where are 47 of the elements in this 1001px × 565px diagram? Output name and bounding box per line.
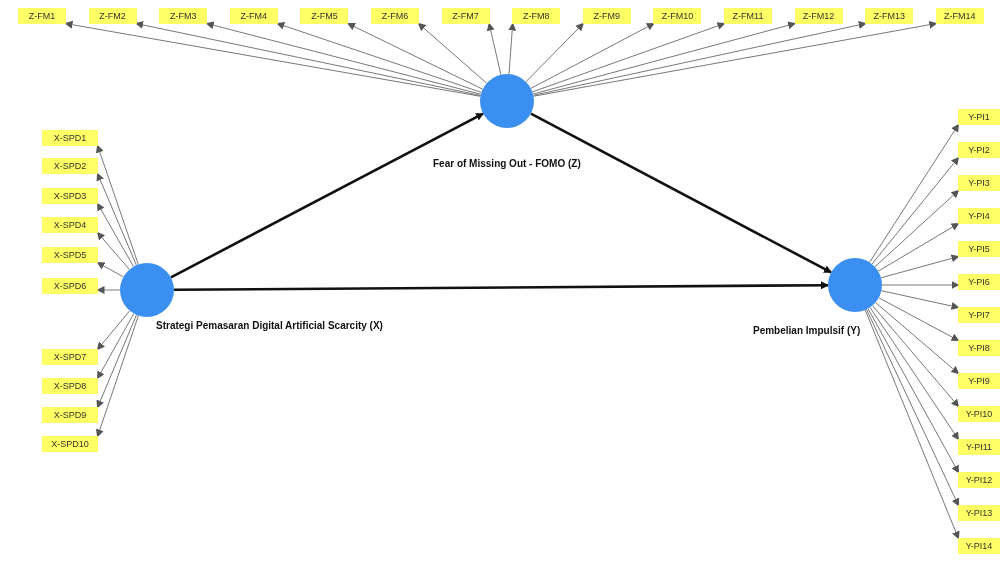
indicator-box: Y-PI14: [958, 538, 1000, 554]
arrow: [170, 112, 484, 279]
indicator-box: Z-FM4: [229, 8, 278, 24]
indicator-box: Y-PI9: [958, 373, 1000, 389]
construct-circle: [120, 263, 174, 317]
indicator-box: Y-PI6: [958, 274, 1000, 290]
indicator-box: X-SPD1: [42, 130, 98, 146]
indicator-box: Y-PI1: [958, 109, 1000, 125]
indicator-box: X-SPD6: [42, 278, 98, 294]
indicator-box: Y-PI7: [958, 307, 1000, 323]
construct-circle: [480, 74, 534, 128]
indicator-box: Z-FM13: [865, 8, 914, 24]
construct-caption: Pembelian Impulsif (Y): [753, 325, 861, 336]
indicator-box: Y-PI4: [958, 208, 1000, 224]
indicator-box: Y-PI13: [958, 505, 1000, 521]
indicator-box: Z-FM8: [512, 8, 561, 24]
indicator-box: Y-PI3: [958, 175, 1000, 191]
indicator-box: Z-FM10: [653, 8, 702, 24]
arrow: [174, 281, 829, 292]
indicator-box: Z-FM9: [582, 8, 631, 24]
indicator-box: Z-FM11: [724, 8, 772, 24]
indicator-box: X-SPD5: [42, 247, 98, 263]
indicator-box: Y-PI2: [958, 142, 1000, 158]
indicator-box: X-SPD2: [42, 158, 98, 174]
arrow: [530, 112, 832, 274]
indicator-box: Z-FM2: [88, 8, 137, 24]
indicator-box: Z-FM3: [159, 8, 208, 24]
construct-circle: [828, 258, 882, 312]
indicator-box: X-SPD3: [42, 188, 98, 204]
indicator-box: Y-PI8: [958, 340, 1000, 356]
indicator-box: X-SPD7: [42, 349, 98, 365]
indicator-box: Y-PI10: [958, 406, 1000, 422]
indicator-box: Z-FM14: [935, 8, 984, 24]
indicator-box: Z-FM5: [300, 8, 349, 24]
indicator-box: Y-PI12: [958, 472, 1000, 488]
indicator-box: Y-PI11: [958, 439, 1000, 455]
indicator-box: X-SPD8: [42, 378, 98, 394]
indicator-box: Z-FM12: [794, 8, 843, 24]
indicator-box: Y-PI5: [958, 241, 1000, 257]
construct-caption: Strategi Pemasaran Digital Artificial Scarcity (X): [156, 320, 383, 331]
indicator-box: X-SPD10: [42, 436, 98, 452]
indicator-box: Z-FM1: [18, 8, 66, 24]
construct-caption: Fear of Missing Out - FOMO (Z): [433, 158, 581, 169]
indicator-box: X-SPD4: [42, 217, 98, 233]
indicator-box: Z-FM6: [371, 8, 419, 24]
indicator-box: X-SPD9: [42, 407, 98, 423]
indicator-box: Z-FM7: [441, 8, 490, 24]
